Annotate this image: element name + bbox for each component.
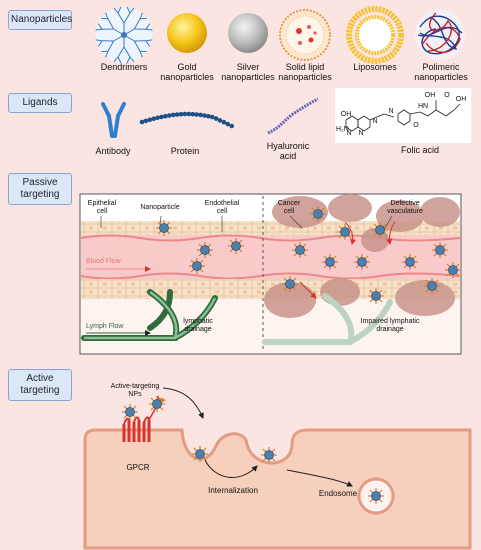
- protein-bead: [159, 114, 164, 120]
- label-internalization: Internalization: [208, 486, 258, 495]
- section-label-ligands: Ligands: [8, 93, 72, 113]
- protein-bead: [194, 112, 199, 117]
- folic-group-h2n: H₂N: [336, 126, 349, 133]
- protein-bead: [186, 111, 192, 117]
- folic-group-oh-2: OH: [455, 96, 467, 103]
- protein-bead: [147, 117, 153, 123]
- folic-group-hn: HN: [417, 103, 429, 110]
- protein-bead: [143, 118, 149, 124]
- protein-icon: [139, 111, 234, 129]
- caption-protein: Protein: [170, 146, 200, 156]
- protein-bead: [206, 113, 211, 119]
- folic-acid-structure-icon: [335, 88, 471, 143]
- folic-group-n-1: N: [388, 108, 394, 115]
- folic-group-n-4: N: [346, 130, 352, 137]
- caption-liposomes: Liposomes: [353, 62, 397, 72]
- protein-bead: [182, 111, 188, 117]
- active-targeting-panel: [83, 387, 472, 550]
- solid-lipid-nanoparticle-icon: [279, 9, 331, 61]
- label-lymph-flow: Lymph Flow: [86, 323, 124, 330]
- protein-bead: [213, 116, 219, 121]
- section-label-nanoparticles: Nanoparticles: [8, 10, 72, 30]
- caption-folic-acid: Folic acid: [400, 145, 439, 155]
- protein-bead: [217, 118, 223, 123]
- liposome-icon: [346, 6, 404, 64]
- protein-bead: [198, 112, 203, 118]
- folic-group-o-2: O: [413, 122, 419, 129]
- folic-group-o-1: O: [444, 92, 450, 99]
- protein-bead: [190, 111, 195, 117]
- section-label-active: Active targeting: [8, 369, 72, 401]
- protein-bead: [163, 113, 168, 119]
- dendrimer-icon: [94, 6, 154, 64]
- section-label-passive: Passive targeting: [8, 173, 72, 205]
- protein-bead: [151, 116, 156, 122]
- protein-bead: [209, 114, 215, 120]
- protein-bead: [167, 113, 172, 118]
- antibody-icon: [101, 102, 126, 138]
- protein-bead: [155, 115, 160, 121]
- protein-bead: [174, 112, 180, 117]
- label-endosome: Endosome: [318, 489, 358, 498]
- label-blood-flow: Blood Flow: [86, 258, 121, 265]
- caption-antibody: Antibody: [95, 146, 131, 156]
- protein-bead: [170, 112, 176, 118]
- folic-group-n-3: N: [358, 130, 364, 137]
- hyaluronic-acid-icon: [267, 97, 319, 135]
- silver-nanoparticle-icon: [228, 13, 268, 53]
- gold-nanoparticle-icon: [167, 13, 207, 53]
- protein-bead: [221, 119, 227, 125]
- label-gpcr: GPCR: [126, 463, 150, 472]
- protein-bead: [225, 121, 231, 127]
- polymeric-nanoparticle-icon: [415, 10, 465, 60]
- caption-dendrimers: Dendrimers: [100, 62, 148, 72]
- protein-bead: [202, 113, 207, 118]
- protein-bead: [178, 111, 184, 117]
- passive-targeting-panel: [79, 193, 462, 355]
- protein-bead: [229, 123, 234, 129]
- folic-group-oh-3: OH: [340, 111, 352, 118]
- protein-bead: [139, 119, 145, 125]
- label-nanoparticle: Nanoparticle: [140, 204, 180, 211]
- folic-group-n-2: N: [372, 118, 378, 125]
- folic-group-oh-1: OH: [424, 92, 436, 99]
